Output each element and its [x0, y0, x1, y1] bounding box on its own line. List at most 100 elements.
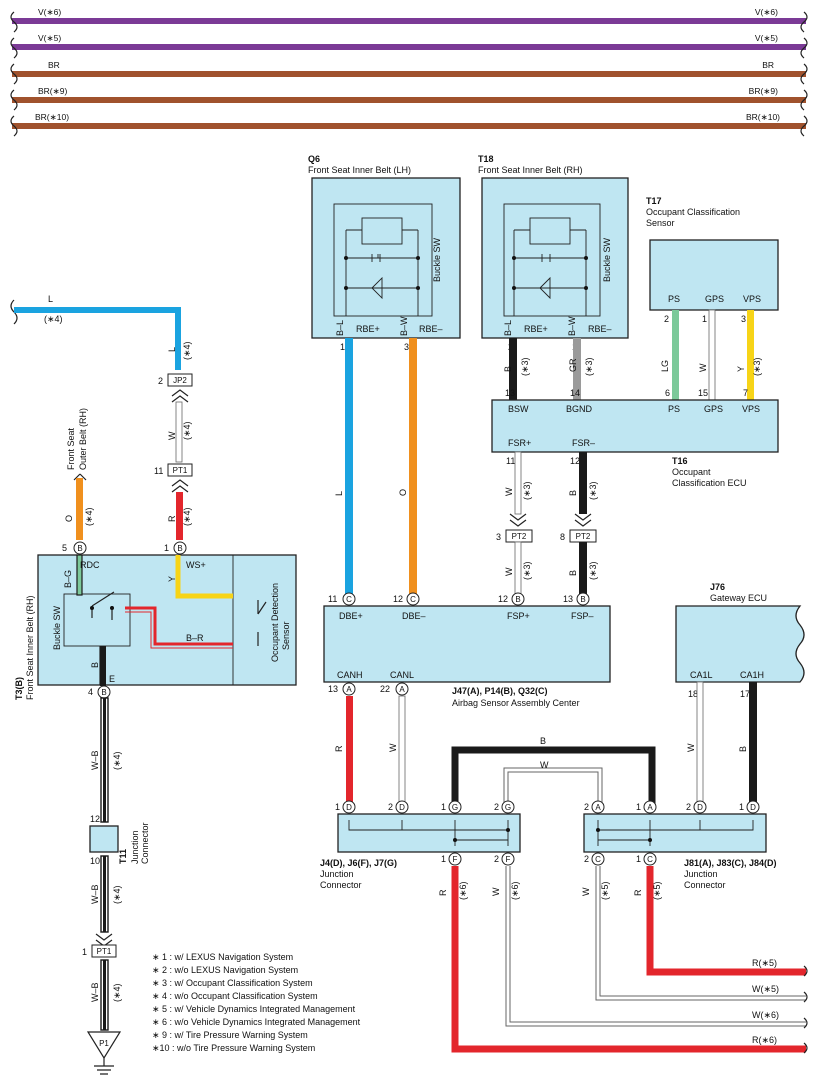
pt1-t3-red-wire: R (∗4): [167, 492, 192, 540]
svg-text:R: R: [438, 889, 448, 896]
svg-text:2: 2: [664, 314, 669, 324]
svg-text:2: 2: [158, 376, 163, 386]
svg-text:1: 1: [82, 947, 87, 957]
jp2-connector: JP2 2: [158, 373, 193, 403]
svg-text:2: 2: [584, 802, 589, 812]
svg-text:4: 4: [88, 687, 93, 697]
svg-text:O: O: [398, 489, 408, 496]
bus-br9: BR(∗9) BR(∗9): [12, 86, 806, 103]
svg-text:L: L: [48, 294, 53, 304]
bottom-output-wires: R (∗6) W (∗6) W (∗5) R (∗5) R(∗5) W(∗5) …: [438, 866, 808, 1054]
svg-text:W: W: [698, 363, 708, 372]
svg-text:B–L: B–L: [503, 320, 513, 336]
svg-text:PS: PS: [668, 294, 680, 304]
svg-text:GPS: GPS: [704, 404, 723, 414]
svg-text:Occupant Classification: Occupant Classification: [646, 207, 740, 217]
can-wiring: R W B W W B: [334, 681, 757, 808]
svg-text:V(∗5): V(∗5): [755, 33, 778, 43]
svg-text:BR(∗10): BR(∗10): [35, 112, 69, 122]
j76-gateway-ecu: J76 Gateway ECU CA1L CA1H 18 17: [675, 582, 805, 699]
svg-text:CA1L: CA1L: [690, 670, 713, 680]
svg-text:(∗3): (∗3): [584, 357, 594, 376]
svg-text:1: 1: [340, 342, 345, 352]
svg-text:6: 6: [665, 388, 670, 398]
svg-text:17: 17: [740, 689, 750, 699]
junction-connector-right: A A D D 2 1 2 1 C C 2 1 J81(A), J83(C), …: [583, 800, 777, 890]
svg-text:(∗5): (∗5): [600, 881, 610, 900]
svg-text:B: B: [580, 595, 585, 604]
svg-text:B: B: [101, 688, 106, 697]
svg-text:PT2: PT2: [512, 532, 527, 541]
svg-text:PT1: PT1: [173, 466, 188, 475]
svg-text:22: 22: [380, 684, 390, 694]
svg-text:PS: PS: [668, 404, 680, 414]
t3-front-seat-inner-belt-rh: B 5 B 1 B 4 RDC B–G WS+ Y B–R B E Buckle…: [14, 541, 297, 700]
svg-text:JP2: JP2: [173, 376, 187, 385]
svg-text:B: B: [568, 570, 578, 576]
svg-text:CA1H: CA1H: [740, 670, 764, 680]
svg-text:LG: LG: [660, 360, 670, 372]
svg-text:V(∗6): V(∗6): [755, 7, 778, 17]
svg-text:(∗6): (∗6): [510, 881, 520, 900]
svg-text:11: 11: [506, 456, 515, 466]
svg-text:Buckle SW: Buckle SW: [602, 237, 612, 282]
svg-text:C: C: [595, 855, 601, 864]
svg-text:C: C: [346, 595, 352, 604]
svg-text:J4(D), J6(F), J7(G): J4(D), J6(F), J7(G): [320, 858, 397, 868]
svg-text:B: B: [568, 490, 578, 496]
t17-occupant-classification-sensor: T17 Occupant Classification Sensor PS GP…: [646, 196, 779, 324]
svg-text:∗ 9 : w/ Tire Pressure Warning: ∗ 9 : w/ Tire Pressure Warning System: [152, 1030, 308, 1040]
svg-text:Sensor: Sensor: [281, 621, 291, 650]
svg-text:(∗3): (∗3): [522, 561, 532, 580]
svg-text:T16: T16: [672, 456, 688, 466]
svg-text:D: D: [399, 803, 405, 812]
svg-text:W: W: [504, 487, 514, 496]
svg-text:W: W: [504, 567, 514, 576]
svg-text:FSR+: FSR+: [508, 438, 531, 448]
outer-belt-orange-wire: Front Seat Outer Belt (RH) O (∗4): [64, 408, 94, 540]
svg-text:(∗5): (∗5): [652, 881, 662, 900]
svg-text:1: 1: [441, 854, 446, 864]
svg-text:G: G: [452, 803, 458, 812]
svg-text:R: R: [334, 745, 344, 752]
svg-text:1: 1: [636, 802, 641, 812]
svg-text:DBE–: DBE–: [402, 611, 426, 621]
svg-text:R: R: [633, 889, 643, 896]
svg-text:Front Seat Inner Belt (RH): Front Seat Inner Belt (RH): [25, 595, 35, 700]
svg-text:1: 1: [702, 314, 707, 324]
svg-text:C: C: [647, 855, 653, 864]
svg-text:W(∗6): W(∗6): [752, 1010, 779, 1020]
svg-text:Outer Belt (RH): Outer Belt (RH): [78, 408, 88, 470]
svg-text:B: B: [738, 746, 748, 752]
svg-text:3: 3: [741, 314, 746, 324]
notes-legend: ∗ 1 : w/ LEXUS Navigation System ∗ 2 : w…: [152, 952, 361, 1053]
svg-text:Classification ECU: Classification ECU: [672, 478, 747, 488]
svg-text:RBE–: RBE–: [588, 324, 612, 334]
svg-text:13: 13: [328, 684, 338, 694]
svg-text:D: D: [697, 803, 703, 812]
svg-text:12: 12: [90, 814, 100, 824]
svg-text:Airbag Sensor Assembly Center: Airbag Sensor Assembly Center: [452, 698, 580, 708]
svg-text:B–W: B–W: [399, 316, 409, 336]
svg-text:C: C: [410, 595, 416, 604]
svg-text:3: 3: [404, 342, 409, 352]
svg-text:(∗4): (∗4): [84, 507, 94, 526]
svg-text:Front Seat Inner Belt (LH): Front Seat Inner Belt (LH): [308, 165, 411, 175]
svg-text:18: 18: [688, 689, 698, 699]
svg-text:B: B: [515, 595, 520, 604]
svg-text:Buckle SW: Buckle SW: [432, 237, 442, 282]
svg-text:L: L: [167, 347, 177, 352]
svg-text:B: B: [503, 366, 513, 372]
svg-text:7: 7: [743, 388, 748, 398]
svg-text:Sensor: Sensor: [646, 218, 675, 228]
svg-text:R: R: [167, 515, 177, 522]
svg-text:T3(B): T3(B): [14, 677, 24, 700]
svg-text:J47(A), P14(B), Q32(C): J47(A), P14(B), Q32(C): [452, 686, 548, 696]
svg-text:E: E: [109, 674, 115, 684]
svg-text:2: 2: [584, 854, 589, 864]
svg-text:(∗3): (∗3): [588, 481, 598, 500]
svg-text:W: W: [388, 743, 398, 752]
svg-text:W–B: W–B: [90, 982, 100, 1002]
svg-text:1: 1: [335, 802, 340, 812]
